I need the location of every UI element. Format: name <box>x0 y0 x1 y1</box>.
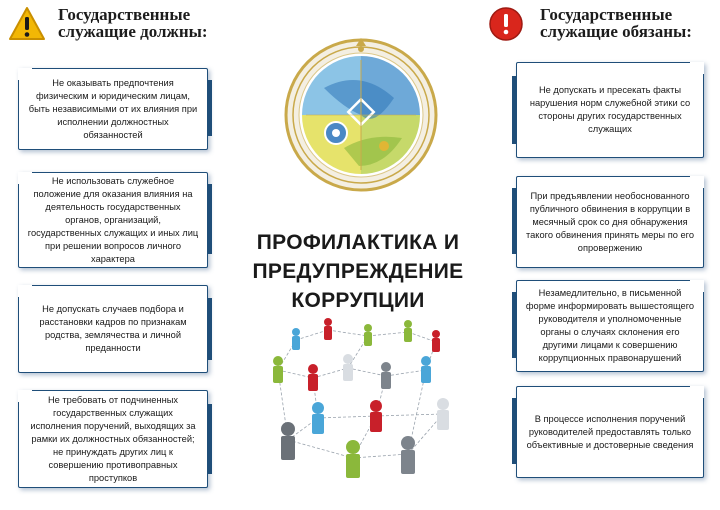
left-header: Государственные служащие должны: <box>8 6 208 42</box>
left-item-2-text: Не использовать служебное положение для … <box>27 175 199 264</box>
right-header: Государственные служащие обязаны: <box>488 6 692 42</box>
right-item-4-accent <box>512 398 516 464</box>
right-item-1-text: Не допускать и пресекать факты нарушения… <box>529 85 691 134</box>
left-item-4: Не требовать от подчиненных государствен… <box>18 390 208 488</box>
left-item-1-text: Не оказывать предпочтения физическим и ю… <box>28 77 198 140</box>
right-item-1: Не допускать и пресекать факты нарушения… <box>516 62 704 158</box>
people-network-illustration <box>258 318 468 503</box>
warning-triangle-icon <box>8 6 46 42</box>
left-header-line1: Государственные <box>58 5 191 24</box>
main-title-line3: КОРРУПЦИИ <box>291 289 425 312</box>
left-header-line2: служащие должны: <box>58 22 208 41</box>
right-item-1-accent <box>512 76 516 144</box>
main-title: ПРОФИЛАКТИКА И ПРЕДУПРЕЖДЕНИЕ КОРРУПЦИИ <box>236 228 480 315</box>
left-item-4-text: Не требовать от подчиненных государствен… <box>30 394 196 483</box>
left-item-3-text: Не допускать случаев подбора и расстанов… <box>39 304 187 353</box>
left-item-2: Не использовать служебное положение для … <box>18 172 208 268</box>
left-item-4-accent <box>208 404 212 474</box>
right-item-4: В процессе исполнения поручений руководи… <box>516 386 704 478</box>
agency-emblem <box>284 38 438 197</box>
main-title-line1: ПРОФИЛАКТИКА И <box>256 231 460 254</box>
right-header-line2: служащие обязаны: <box>540 22 692 41</box>
left-item-1: Не оказывать предпочтения физическим и ю… <box>18 68 208 150</box>
right-item-2: При предъявлении необоснованного публичн… <box>516 176 704 268</box>
stop-circle-icon <box>488 6 526 42</box>
left-item-2-accent <box>208 184 212 254</box>
right-item-3: Незамедлительно, в письменной форме инфо… <box>516 280 704 372</box>
left-item-1-accent <box>208 80 212 136</box>
main-title-line2: ПРЕДУПРЕЖДЕНИЕ <box>252 260 464 283</box>
right-item-2-text: При предъявлении необоснованного публичн… <box>525 190 695 253</box>
right-header-line1: Государственные <box>540 5 673 24</box>
left-item-3: Не допускать случаев подбора и расстанов… <box>18 285 208 373</box>
left-item-3-accent <box>208 298 212 360</box>
right-item-2-accent <box>512 188 516 254</box>
left-header-title: Государственные служащие должны: <box>58 6 208 40</box>
right-header-title: Государственные служащие обязаны: <box>540 6 692 40</box>
right-item-3-text: Незамедлительно, в письменной форме инфо… <box>525 288 695 363</box>
right-item-4-text: В процессе исполнения поручений руководи… <box>526 413 694 450</box>
right-item-3-accent <box>512 292 516 358</box>
